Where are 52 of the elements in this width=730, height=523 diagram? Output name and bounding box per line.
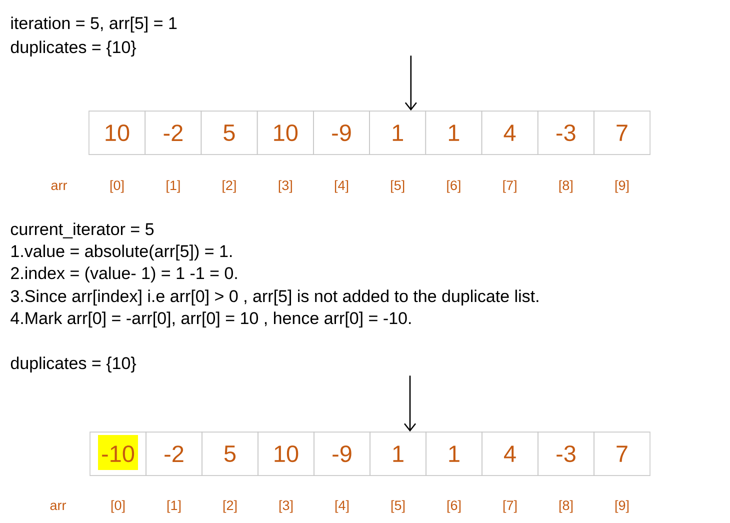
note-text: 1.value = absolute(arr[5]) = 1. [12, 244, 232, 261]
array-cell: -3 [537, 110, 594, 155]
array-name: arr [51, 182, 68, 190]
index-label: [8] [559, 500, 573, 513]
note-text: 3.Since arr[index] i.e arr[0] > 0 , arr[5] is not added to the duplicate list. [10, 290, 538, 306]
array-cell: 1 [369, 110, 426, 155]
array-cell: 5 [202, 432, 258, 476]
array-cell: 4 [481, 110, 538, 155]
index-label: [9] [615, 180, 629, 193]
array-cell: -2 [144, 110, 202, 155]
index-label: [1] [166, 180, 180, 193]
array-cell: -9 [314, 432, 370, 476]
pointer-arrow [404, 56, 417, 111]
array-cell: 1 [426, 432, 482, 476]
array-cell: 4 [482, 432, 538, 476]
array-cell: -3 [538, 432, 594, 476]
array-cell: 10 [256, 110, 314, 155]
note-text: 2.index = (value- 1) = 1 -1 = 0. [11, 266, 237, 282]
index-label: [8] [559, 180, 572, 193]
index-label: [9] [615, 500, 629, 513]
note-text: 4.Mark arr[0] = -arr[0], arr[0] = 10 , hence arr[0] = -10. [10, 312, 411, 328]
array-cell: -10 [90, 432, 146, 476]
index-label: [6] [447, 180, 460, 193]
note-text: duplicates = {10} [10, 40, 136, 57]
pointer-arrow [404, 376, 416, 432]
index-label: [1] [167, 500, 181, 513]
array-cell: -9 [313, 110, 370, 155]
note-text: duplicates = {10} [10, 356, 136, 373]
array-cell: 5 [200, 110, 258, 155]
index-label: [7] [503, 180, 516, 193]
array-name: arr [50, 502, 66, 510]
array-cell: 1 [425, 110, 482, 155]
index-label: [7] [503, 500, 517, 513]
array-cell: -2 [146, 432, 202, 476]
index-label: [3] [278, 180, 292, 193]
index-label: [5] [391, 180, 404, 193]
index-label: [0] [111, 500, 125, 513]
array-cell: 1 [370, 432, 426, 476]
index-label: [6] [447, 500, 461, 513]
note-text: current_iterator = 5 [10, 222, 154, 238]
note-text: iteration = 5, arr[5] = 1 [11, 16, 177, 33]
array-cell: 7 [594, 110, 650, 155]
index-label: [2] [223, 500, 237, 513]
index-label: [0] [110, 180, 124, 193]
index-label: [4] [335, 500, 349, 513]
index-label: [5] [391, 500, 405, 513]
index-label: [3] [279, 500, 293, 513]
array-cell: 7 [594, 432, 650, 476]
array-cell: 10 [88, 110, 146, 155]
index-label: [2] [222, 180, 236, 193]
array-cell: 10 [258, 432, 314, 476]
index-label: [4] [334, 180, 348, 193]
